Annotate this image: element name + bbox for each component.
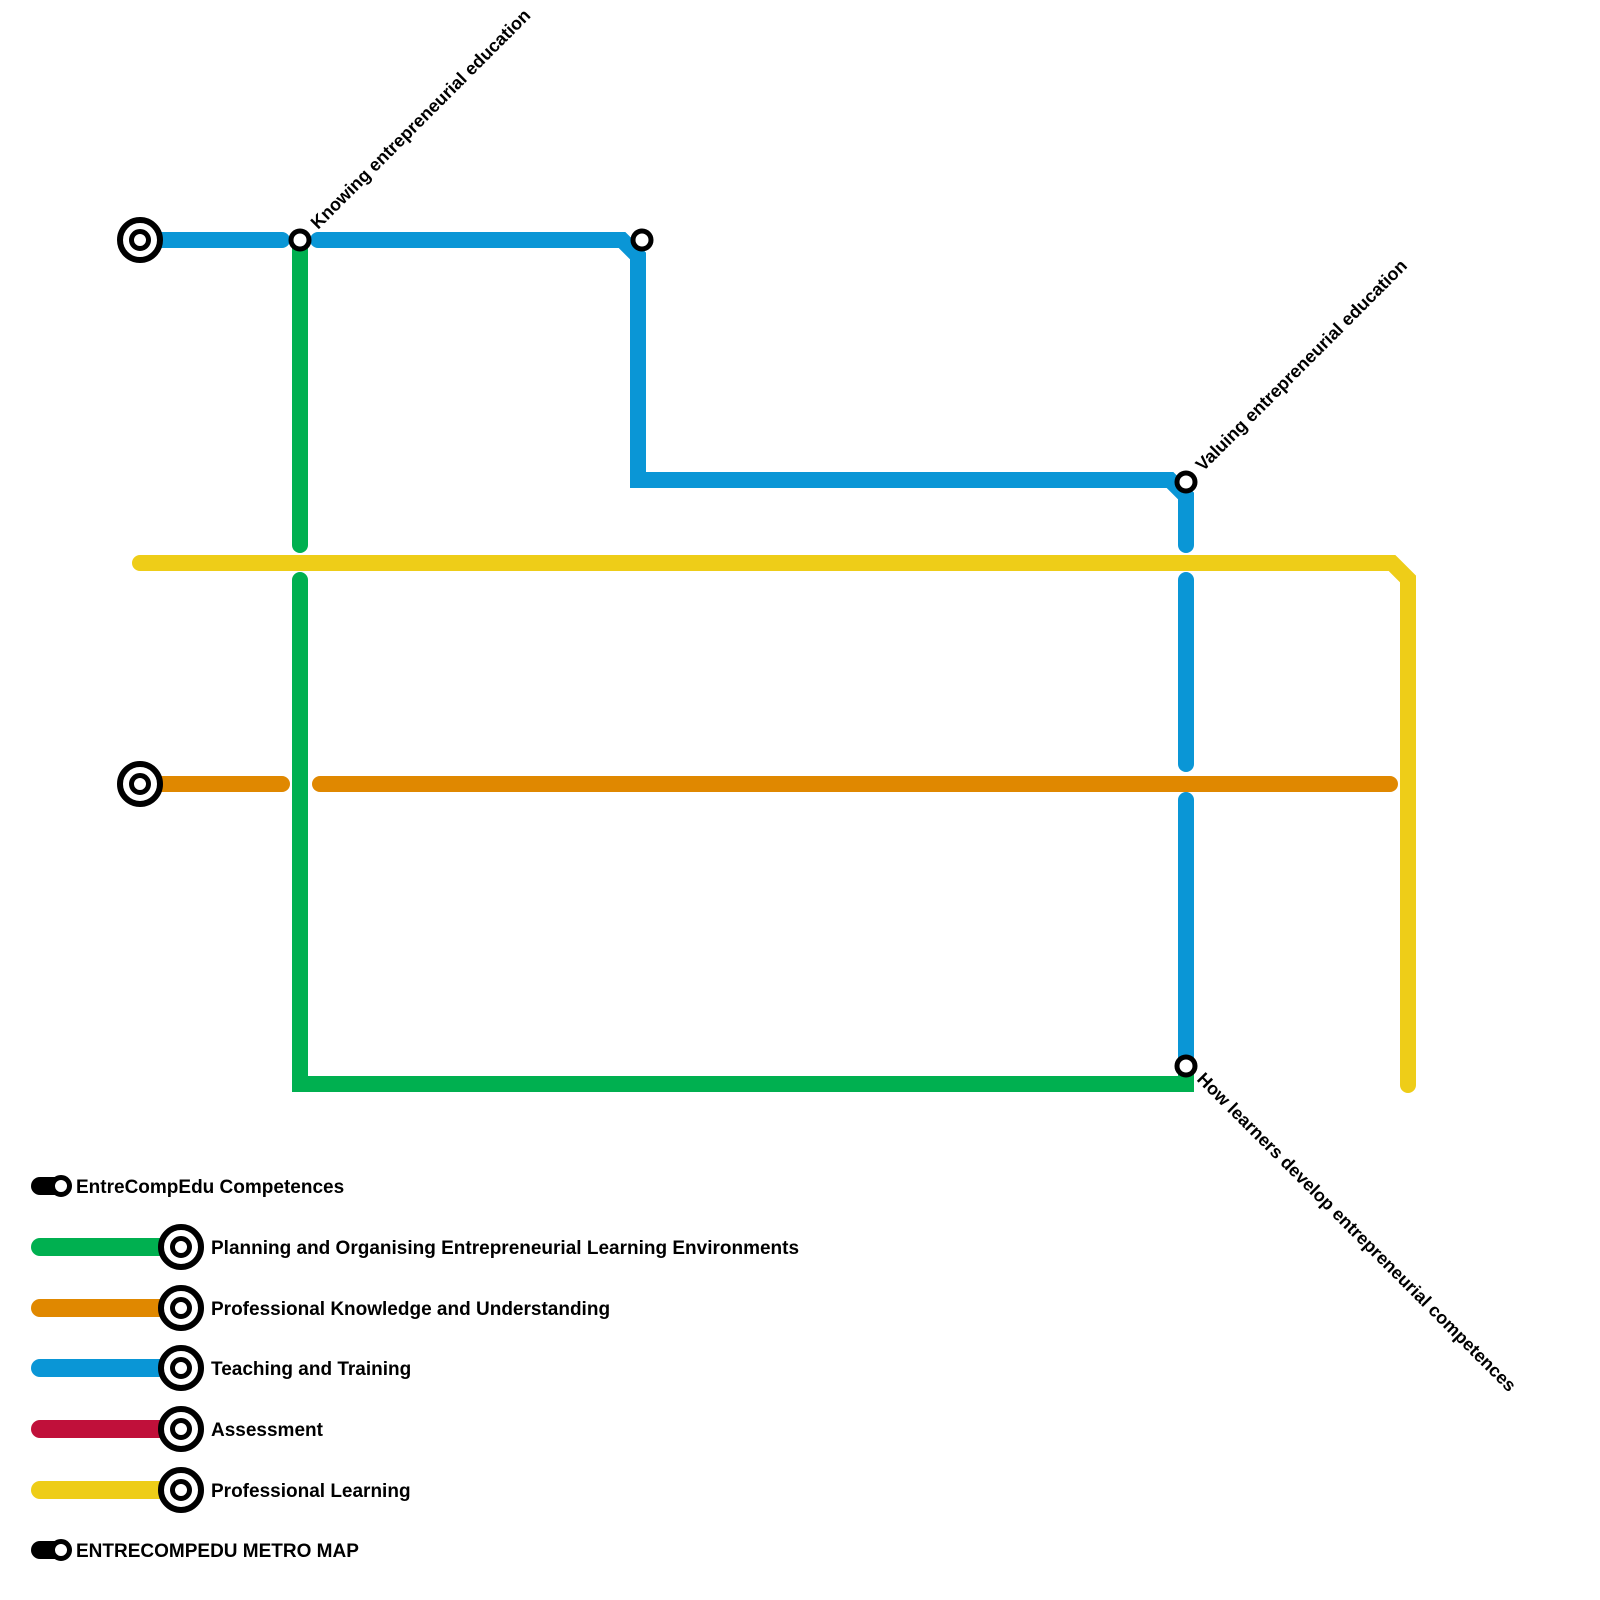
line-teaching-and-training [152,232,1194,1071]
line-planning-and-organising [292,232,1194,1092]
legend-terminus-inner [170,1418,192,1440]
legend-label-learning: Professional Learning [211,1481,411,1502]
legend-item-planning: Planning and Organising Entrepreneurial … [31,1224,799,1270]
station-corner[interactable] [630,228,654,252]
legend-terminus-inner [170,1236,192,1258]
green-line-segment-bottom [292,572,1194,1092]
legend-label-knowledge: Professional Knowledge and Understanding [211,1299,610,1320]
yellow-line [132,555,1416,1093]
station-marker [288,228,312,252]
blue-line-segment-main [310,232,1194,553]
line-professional-learning [132,555,1416,1093]
legend-label-planning: Planning and Organising Entrepreneurial … [211,1238,799,1259]
legend-item-knowledge: Professional Knowledge and Understanding [31,1285,610,1331]
terminus-orange[interactable] [117,761,163,807]
station-how-learners[interactable]: How learners develop entrepreneurial com… [1174,1054,1520,1396]
legend-label-teaching: Teaching and Training [211,1359,411,1380]
station-label-knowing: Knowing entrepreneurial education [307,5,535,233]
legend-competences-label: EntreCompEdu Competences [76,1177,344,1198]
station-label-valuing: Valuing entrepreneurial education [1192,256,1411,475]
map-title: ENTRECOMPEDU METRO MAP [76,1541,359,1562]
station-valuing[interactable]: Valuing entrepreneurial education [1174,256,1411,494]
legend-item-teaching: Teaching and Training [31,1345,411,1391]
station-marker [1174,1054,1198,1078]
terminus-inner-ring [129,229,151,251]
station-marker [1174,470,1198,494]
legend-terminus-inner [170,1357,192,1379]
legend-station-icon [50,1539,72,1561]
legend-terminus-inner [170,1479,192,1501]
legend-competences: EntreCompEdu Competences [31,1175,344,1198]
legend: EntreCompEdu Competences Planning and Or… [31,1175,799,1562]
legend-terminus-inner [170,1297,192,1319]
legend-item-assessment: Assessment [31,1406,324,1452]
legend-label-assessment: Assessment [211,1420,324,1441]
station-marker [630,228,654,252]
legend-station-icon [50,1175,72,1197]
legend-map-title: ENTRECOMPEDU METRO MAP [31,1539,359,1562]
terminus-blue[interactable] [117,217,163,263]
terminus-inner-ring [129,773,151,795]
station-label-how-learners: How learners develop entrepreneurial com… [1193,1069,1520,1396]
legend-item-learning: Professional Learning [31,1467,411,1513]
station-knowing[interactable]: Knowing entrepreneurial education [288,5,535,252]
